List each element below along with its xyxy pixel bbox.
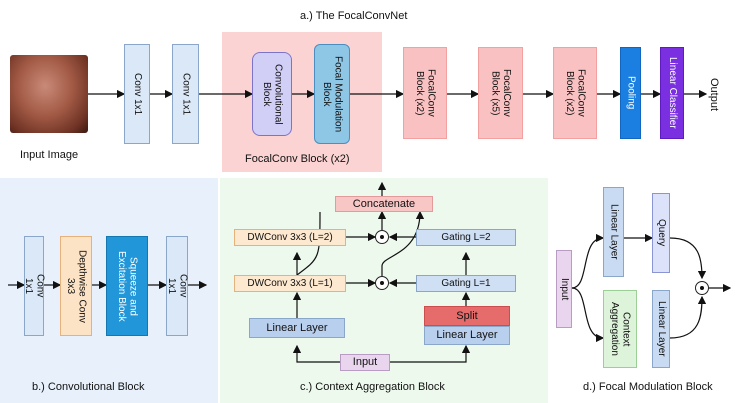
focal-multiply-node [695, 281, 709, 295]
context-aggregation-title: c.) Context Aggregation Block [300, 381, 445, 393]
conv1x1-block-2: Conv 1x1 [172, 44, 199, 144]
depthwise-conv-block: Depthwise Conv 3x3 [60, 236, 92, 336]
concatenate-box: Concatenate [335, 196, 433, 212]
squeeze-excitation-block: Squeeze and Excitation Block [106, 236, 148, 336]
focal-input-box: Input [556, 250, 572, 328]
conv-block-title: b.) Convolutional Block [32, 381, 145, 393]
dwconv-l1-box: DWConv 3x3 (L=1) [234, 275, 346, 292]
focalconv-block-x2-last: FocalConv Block (x2) [553, 47, 597, 139]
focal-linear-layer-top: Linear Layer [603, 187, 624, 277]
linear-layer-right: Linear Layer [424, 326, 510, 345]
multiply-node-l1 [375, 276, 389, 290]
conv1x1-block-1: Conv 1x1 [124, 44, 150, 144]
context-input-box: Input [340, 354, 390, 371]
conv-block-conv1x1-a: Conv 1x1 [23, 236, 46, 336]
input-image-thumbnail [10, 55, 88, 133]
dwconv-l2-box: DWConv 3x3 (L=2) [234, 229, 346, 246]
focal-modulation-block: Focal Modulation Block [314, 44, 350, 144]
focalconv-block-x2-first: FocalConv Block (x2) [403, 47, 447, 139]
context-aggregation-box: Context Aggregation [603, 290, 637, 368]
multiply-node-l2 [375, 230, 389, 244]
focal-linear-layer-bottom: Linear Layer [652, 290, 670, 368]
gating-l2-box: Gating L=2 [416, 229, 516, 246]
linear-layer-left: Linear Layer [249, 318, 345, 338]
split-box: Split [424, 306, 510, 326]
focalconv-block-highlight [222, 32, 382, 172]
focalconv-block-x5: FocalConv Block (x5) [478, 47, 523, 139]
linear-classifier-block: Linear Classifier [660, 47, 684, 139]
conv-block-conv1x1-b: Conv 1x1 [166, 236, 189, 336]
output-label: Output [708, 78, 720, 112]
pooling-block: Pooling [620, 47, 641, 139]
query-box: Query [652, 193, 670, 273]
focal-modulation-title: d.) Focal Modulation Block [583, 381, 713, 393]
convolutional-block: Convolutional Block [252, 52, 292, 136]
input-image-label: Input Image [20, 149, 79, 161]
focalconv-block-caption: FocalConv Block (x2) [245, 153, 350, 165]
gating-l1-box: Gating L=1 [416, 275, 516, 292]
focalconvnet-title: a.) The FocalConvNet [300, 10, 408, 22]
